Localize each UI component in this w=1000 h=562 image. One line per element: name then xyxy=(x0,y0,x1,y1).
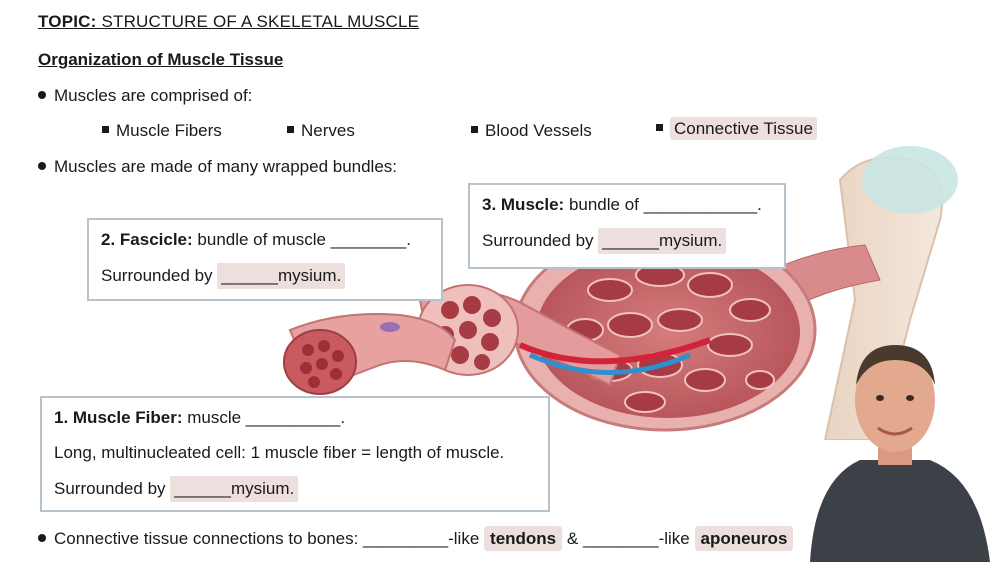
fiber-definition-box: 1. Muscle Fiber: muscle __________. Long… xyxy=(40,396,550,512)
blood-vessel-artery xyxy=(518,337,712,365)
square-bullet xyxy=(287,126,294,134)
presenter-hair xyxy=(856,345,935,385)
fascicle-surrounded-line: Surrounded by ______mysium. xyxy=(101,263,346,289)
presenter-torso xyxy=(810,460,990,562)
presenter-video-overlay xyxy=(810,345,990,562)
component-nerves: Nerves xyxy=(287,121,355,141)
section-heading: Organization of Muscle Tissue xyxy=(38,50,284,69)
component-blood-vessels: Blood Vessels xyxy=(471,121,592,141)
tendons-term: tendons xyxy=(484,526,563,551)
muscle-surrounded-line: Surrounded by ______mysium. xyxy=(482,228,727,254)
fiber-description: Long, multinucleated cell: 1 muscle fibe… xyxy=(54,443,505,462)
fascicle-definition: bundle of muscle ________. xyxy=(197,230,412,249)
muscle-definition: bundle of ____________. xyxy=(568,195,762,214)
bullet-dot xyxy=(38,90,46,99)
square-bullet xyxy=(656,124,663,132)
fiber-definition-line: 1. Muscle Fiber: muscle __________. xyxy=(54,408,345,428)
blood-vessel-vein xyxy=(528,352,692,375)
nucleus xyxy=(380,322,400,332)
muscle-fill-blank: ______mysium. xyxy=(598,228,727,254)
fiber-surrounded-line: Surrounded by ______mysium. xyxy=(54,476,299,502)
muscle-definition-box: 3. Muscle: bundle of ____________. Surro… xyxy=(468,183,786,269)
topic-label: TOPIC: xyxy=(38,12,97,31)
component-muscle-fibers: Muscle Fibers xyxy=(102,121,222,141)
bullet-comprised-text: Muscles are comprised of: xyxy=(54,86,253,105)
bullet-comprised: Muscles are comprised of: xyxy=(38,86,252,106)
fascicle-term: 2. Fascicle: xyxy=(101,230,193,249)
skeletal-muscle-illustration xyxy=(283,146,958,440)
fascicle-definition-line: 2. Fascicle: bundle of muscle ________. xyxy=(101,230,411,250)
muscle-term: 3. Muscle: xyxy=(482,195,565,214)
topic-title: TOPIC: STRUCTURE OF A SKELETAL MUSCLE xyxy=(38,12,419,32)
bullet-connective: Connective tissue connections to bones: … xyxy=(38,526,794,551)
bullet-connective-text: Connective tissue connections to bones: … xyxy=(54,529,480,548)
bone-cartilage-head xyxy=(862,146,958,214)
topic-text: STRUCTURE OF A SKELETAL MUSCLE xyxy=(101,12,420,31)
bullet-dot xyxy=(38,161,46,170)
bullet-wrapped: Muscles are made of many wrapped bundles… xyxy=(38,157,397,177)
aponeuroses-term: aponeuros xyxy=(694,526,794,551)
bullet-dot xyxy=(38,533,46,542)
fascicle-definition-box: 2. Fascicle: bundle of muscle ________. … xyxy=(87,218,443,301)
fascicle-fill-blank: ______mysium. xyxy=(217,263,346,289)
component-connective-tissue: Connective Tissue xyxy=(656,117,817,140)
bullet-wrapped-text: Muscles are made of many wrapped bundles… xyxy=(54,157,398,176)
fiber-term: 1. Muscle Fiber: xyxy=(54,408,183,427)
myofibrils xyxy=(300,340,344,388)
square-bullet xyxy=(102,126,109,134)
fiber-fill-blank: ______mysium. xyxy=(170,476,299,502)
muscle-definition-line: 3. Muscle: bundle of ____________. xyxy=(482,195,762,215)
square-bullet xyxy=(471,126,478,134)
presenter-face xyxy=(855,348,935,452)
fiber-definition: muscle __________. xyxy=(187,408,346,427)
